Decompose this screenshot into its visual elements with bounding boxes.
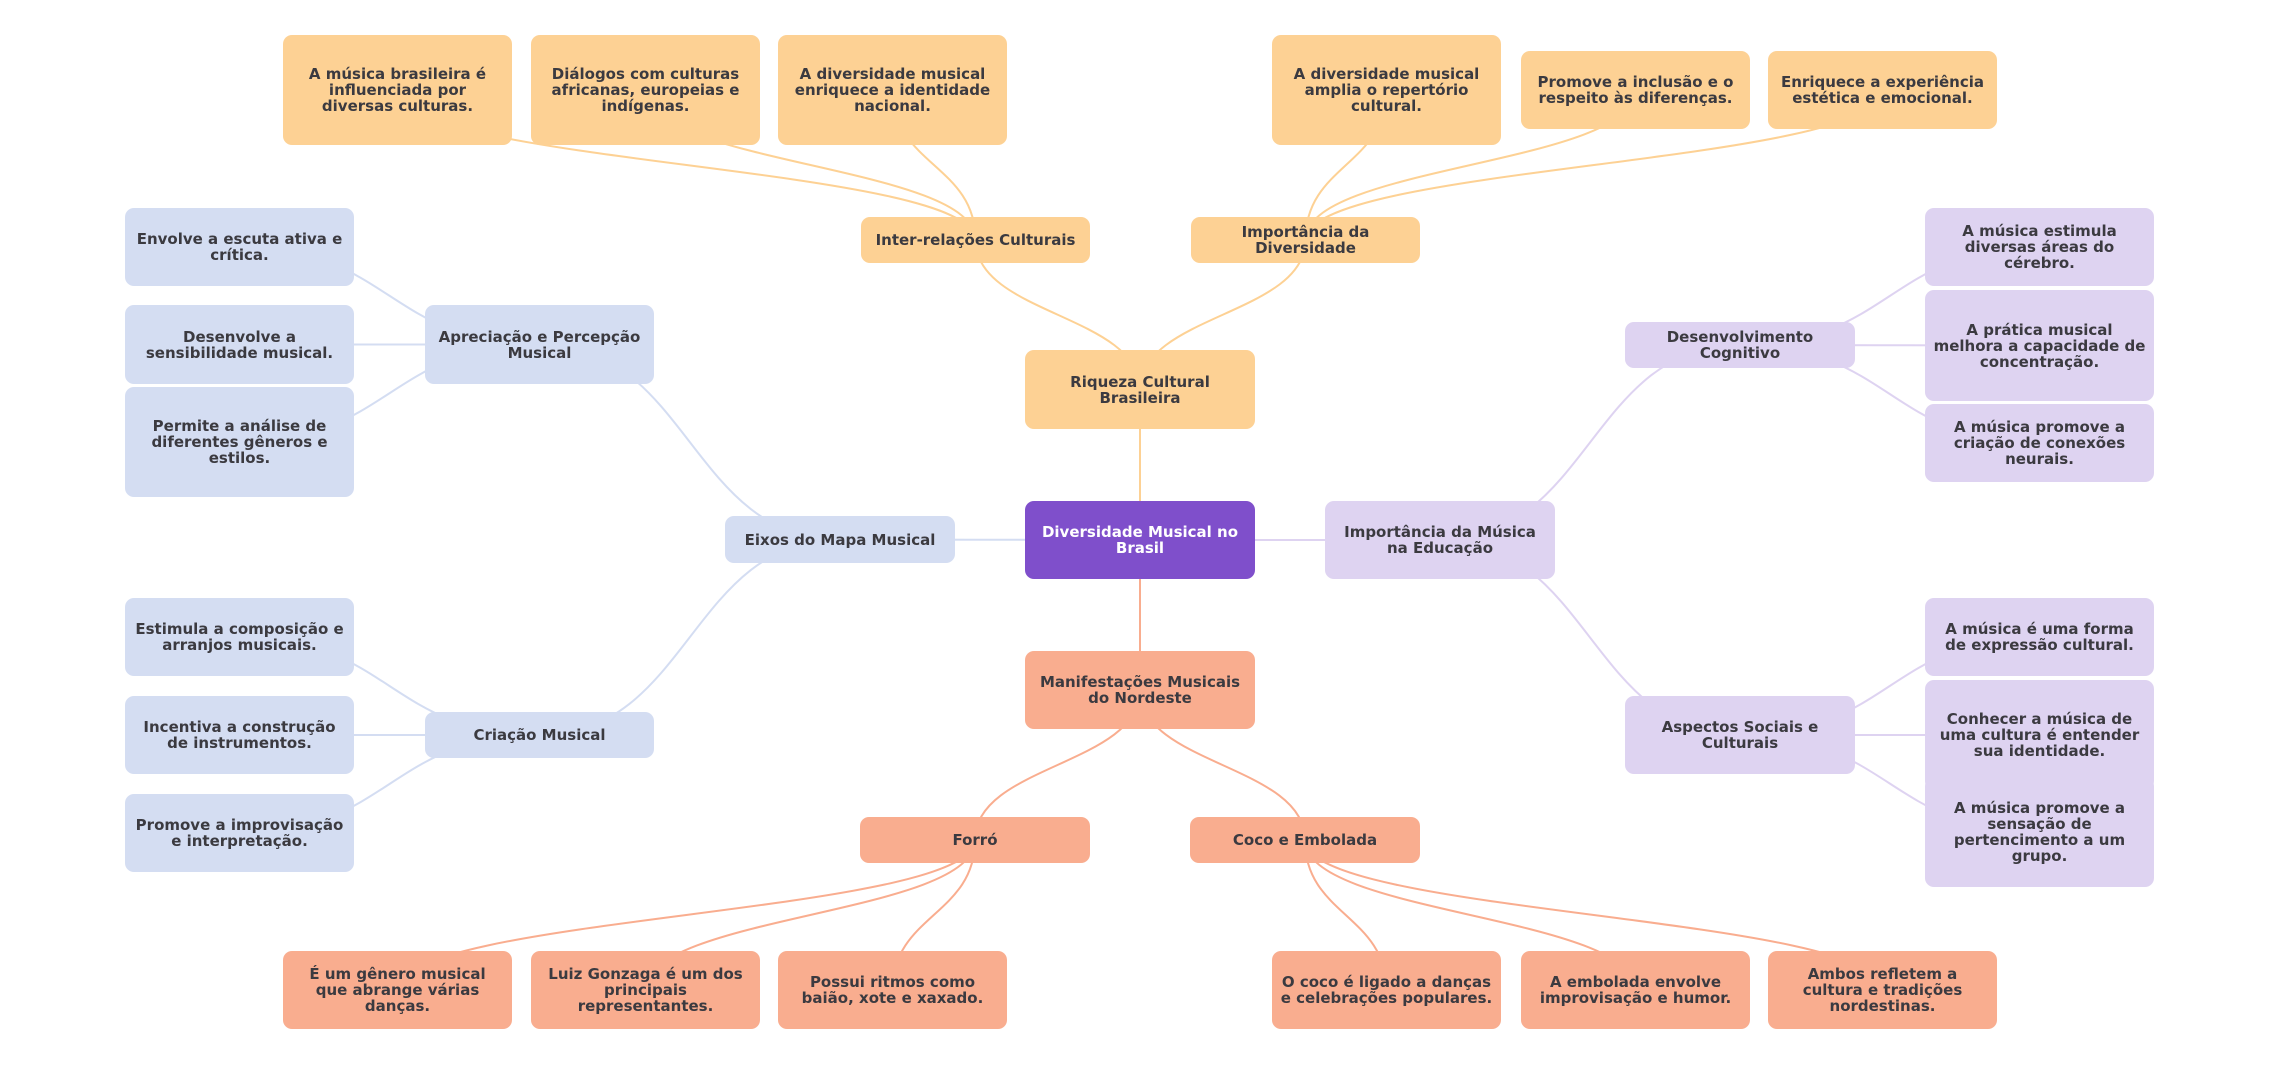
node-leaf-impdiv-3[interactable]: Enriquece a experiência estética e emoci… (1768, 51, 1997, 129)
node-label: Ambos refletem a cultura e tradições nor… (1802, 965, 1963, 1015)
node-leaf-impdiv-2[interactable]: Promove a inclusão e o respeito às difer… (1521, 51, 1750, 129)
node-label: Apreciação e Percepção Musical (438, 327, 641, 362)
node-label: Conhecer a música de uma cultura é enten… (1939, 710, 2140, 760)
node-leaf-cogn-2[interactable]: A prática musical melhora a capacidade d… (1925, 290, 2154, 401)
node-leaf-forro-2[interactable]: Luiz Gonzaga é um dos principais represe… (531, 951, 760, 1029)
node-topic-criacao[interactable]: Criação Musical (425, 712, 654, 758)
node-leaf-inter-3[interactable]: A diversidade musical enriquece a identi… (778, 35, 1007, 145)
node-leaf-social-3[interactable]: A música promove a sensação de pertencim… (1925, 777, 2154, 887)
node-label: Forró (952, 831, 998, 849)
node-label: Desenvolvimento Cognitivo (1666, 328, 1814, 362)
node-branch-educ[interactable]: Importância da Música na Educação (1325, 501, 1555, 579)
node-label: Diversidade Musical no Brasil (1041, 523, 1239, 557)
node-label: Estimula a composição e arranjos musicai… (135, 620, 344, 654)
node-leaf-forro-1[interactable]: É um gênero musical que abrange várias d… (283, 951, 512, 1029)
node-leaf-aprec-1[interactable]: Envolve a escuta ativa e crítica. (125, 208, 354, 286)
node-leaf-coco-3[interactable]: Ambos refletem a cultura e tradições nor… (1768, 951, 1997, 1029)
node-label: Criação Musical (473, 726, 606, 744)
node-leaf-cogn-1[interactable]: A música estimula diversas áreas do cére… (1925, 208, 2154, 286)
node-label: A música é uma forma de expressão cultur… (1945, 620, 2134, 654)
node-label: A embolada envolve improvisação e humor. (1539, 973, 1732, 1007)
node-label: Promove a improvisação e interpretação. (135, 816, 344, 850)
node-topic-forro[interactable]: Forró (860, 817, 1090, 863)
node-label: Possui ritmos como baião, xote e xaxado. (801, 973, 984, 1007)
node-label: É um gênero musical que abrange várias d… (309, 965, 486, 1015)
node-label: A música promove a sensação de pertencim… (1953, 799, 2126, 865)
node-label: O coco é ligado a danças e celebrações p… (1280, 973, 1493, 1007)
node-leaf-social-2[interactable]: Conhecer a música de uma cultura é enten… (1925, 680, 2154, 790)
node-label: A diversidade musical amplia o repertóri… (1293, 65, 1480, 115)
node-label: Permite a análise de diferentes gêneros … (151, 417, 328, 467)
connector-eixos-to-criacao (539, 538, 841, 736)
node-label: Envolve a escuta ativa e crítica. (136, 230, 343, 264)
node-leaf-coco-2[interactable]: A embolada envolve improvisação e humor. (1521, 951, 1750, 1029)
node-leaf-cogn-3[interactable]: A música promove a criação de conexões n… (1925, 404, 2154, 482)
node-topic-coco[interactable]: Coco e Embolada (1190, 817, 1420, 863)
node-label: Coco e Embolada (1232, 831, 1378, 849)
node-label: Desenvolve a sensibilidade musical. (145, 327, 334, 362)
node-label: Importância da Música na Educação (1344, 523, 1536, 557)
node-leaf-coco-1[interactable]: O coco é ligado a danças e celebrações p… (1272, 951, 1501, 1029)
node-leaf-inter-2[interactable]: Diálogos com culturas africanas, europei… (531, 35, 760, 145)
node-branch-nordeste[interactable]: Manifestações Musicais do Nordeste (1025, 651, 1255, 729)
node-label: A música brasileira é influenciada por d… (308, 65, 487, 115)
node-branch-eixos[interactable]: Eixos do Mapa Musical (725, 516, 955, 563)
node-label: Eixos do Mapa Musical (744, 530, 936, 549)
node-label: A música estimula diversas áreas do cére… (1962, 222, 2117, 272)
node-label: A prática musical melhora a capacidade d… (1933, 320, 2146, 371)
node-label: Manifestações Musicais do Nordeste (1039, 673, 1241, 707)
node-leaf-inter-1[interactable]: A música brasileira é influenciada por d… (283, 35, 512, 145)
node-leaf-criacao-3[interactable]: Promove a improvisação e interpretação. (125, 794, 354, 872)
node-branch-riqueza[interactable]: Riqueza Cultural Brasileira (1025, 350, 1255, 429)
node-leaf-forro-3[interactable]: Possui ritmos como baião, xote e xaxado. (778, 951, 1007, 1029)
node-label: Luiz Gonzaga é um dos principais represe… (548, 965, 743, 1015)
node-label: A diversidade musical enriquece a identi… (794, 65, 991, 115)
node-label: Diálogos com culturas africanas, europei… (551, 65, 740, 115)
node-label: A música promove a criação de conexões n… (1953, 418, 2126, 468)
node-root-root[interactable]: Diversidade Musical no Brasil (1025, 501, 1255, 579)
node-label: Incentiva a construção de instrumentos. (143, 718, 336, 752)
node-leaf-aprec-2[interactable]: Desenvolve a sensibilidade musical. (125, 305, 354, 384)
node-leaf-criacao-1[interactable]: Estimula a composição e arranjos musicai… (125, 598, 354, 676)
node-label: Inter-relações Culturais (875, 231, 1076, 249)
node-topic-inter[interactable]: Inter-relações Culturais (861, 217, 1090, 263)
node-label: Promove a inclusão e o respeito às difer… (1537, 73, 1734, 107)
node-label: Aspectos Sociais e Culturais (1661, 718, 1819, 752)
node-leaf-impdiv-1[interactable]: A diversidade musical amplia o repertóri… (1272, 35, 1501, 145)
node-leaf-social-1[interactable]: A música é uma forma de expressão cultur… (1925, 598, 2154, 676)
node-label: Riqueza Cultural Brasileira (1070, 372, 1210, 407)
node-topic-aprec[interactable]: Apreciação e Percepção Musical (425, 305, 654, 384)
node-label: Enriquece a experiência estética e emoci… (1781, 73, 1984, 107)
node-label: Importância da Diversidade (1241, 223, 1370, 257)
node-topic-cogn[interactable]: Desenvolvimento Cognitivo (1625, 322, 1855, 368)
node-leaf-aprec-3[interactable]: Permite a análise de diferentes gêneros … (125, 387, 354, 497)
node-topic-impdiv[interactable]: Importância da Diversidade (1191, 217, 1420, 263)
node-leaf-criacao-2[interactable]: Incentiva a construção de instrumentos. (125, 696, 354, 774)
node-topic-social[interactable]: Aspectos Sociais e Culturais (1625, 696, 1855, 774)
